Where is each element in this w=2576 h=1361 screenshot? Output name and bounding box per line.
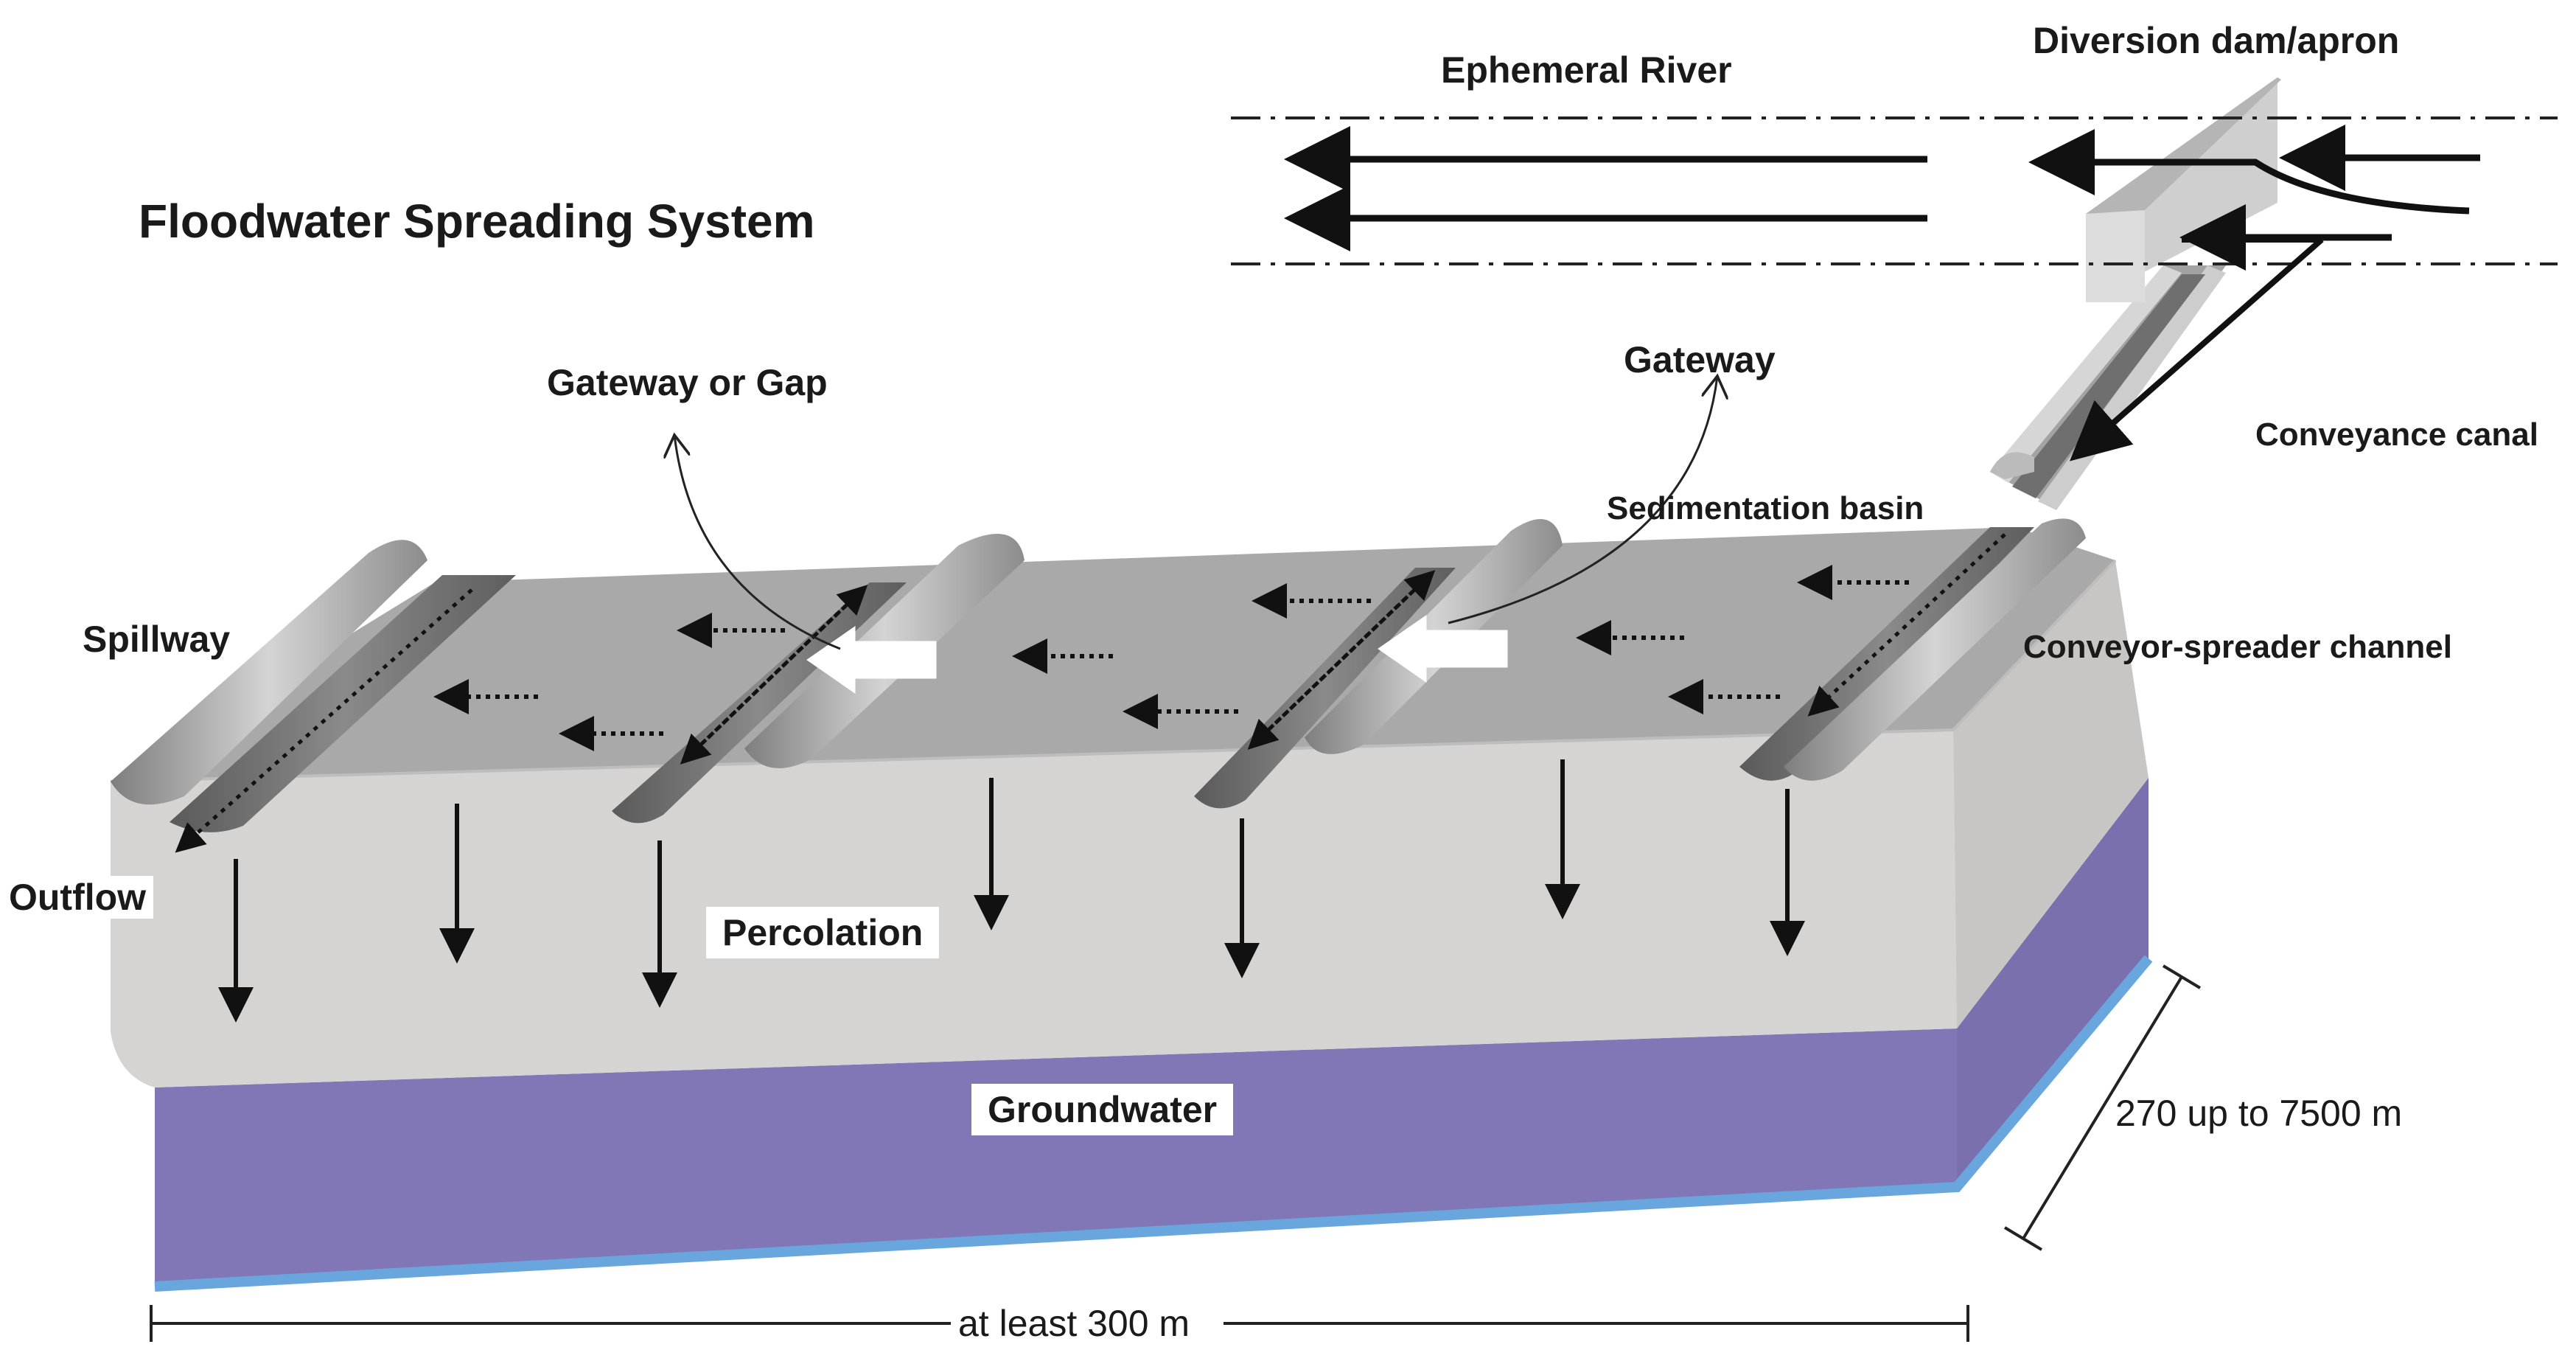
- label-conveyance-canal: Conveyance canal: [2255, 417, 2538, 453]
- river-flow-arrows: [1284, 125, 2480, 271]
- dimension-lines: [150, 964, 2202, 1342]
- label-diversion-dam: Diversion dam/apron: [2033, 20, 2400, 61]
- surface-flow-arrows: [433, 565, 1909, 751]
- canal-flow-arrow: [2078, 237, 2324, 453]
- label-length-dimension: at least 300 m: [958, 1303, 1190, 1344]
- groundwater-bottom-edge: [154, 955, 2153, 1292]
- groundwater-layer: [154, 778, 2153, 1292]
- ridge-4: [1990, 452, 2034, 479]
- ridge-1: [111, 540, 427, 805]
- channel-4: [1739, 527, 2034, 781]
- soil-front-face: [111, 730, 1957, 1087]
- label-groundwater: Groundwater: [971, 1084, 1234, 1135]
- gateway-flow-arrows: [806, 615, 1508, 694]
- channel-spillway: [170, 575, 516, 832]
- label-gateway: Gateway: [1624, 339, 1776, 380]
- percolation-arrows: [218, 759, 1805, 1023]
- label-outflow: Outflow: [1, 876, 154, 919]
- label-conveyor-spreader-channel: Conveyor-spreader channel: [2023, 629, 2452, 665]
- label-spillway: Spillway: [83, 619, 231, 660]
- label-gateway-or-gap: Gateway or Gap: [547, 362, 828, 403]
- label-ephemeral-river: Ephemeral River: [1441, 49, 1732, 91]
- soil-side-face: [1953, 560, 2149, 1028]
- channels: [170, 518, 2086, 832]
- callout-arrows: [674, 376, 1717, 650]
- channel-flow-lines: [175, 533, 2006, 853]
- diagram-title: Floodwater Spreading System: [139, 195, 815, 248]
- label-percolation: Percolation: [706, 907, 940, 958]
- river-banks: [1231, 116, 2558, 265]
- groundwater-side: [1957, 778, 2149, 1187]
- label-sedimentation-basin: Sedimentation basin: [1607, 490, 1924, 526]
- label-width-dimension: 270 up to 7500 m: [2115, 1093, 2403, 1134]
- diversion-dam: [2086, 77, 2281, 302]
- groundwater-front: [155, 1028, 1957, 1287]
